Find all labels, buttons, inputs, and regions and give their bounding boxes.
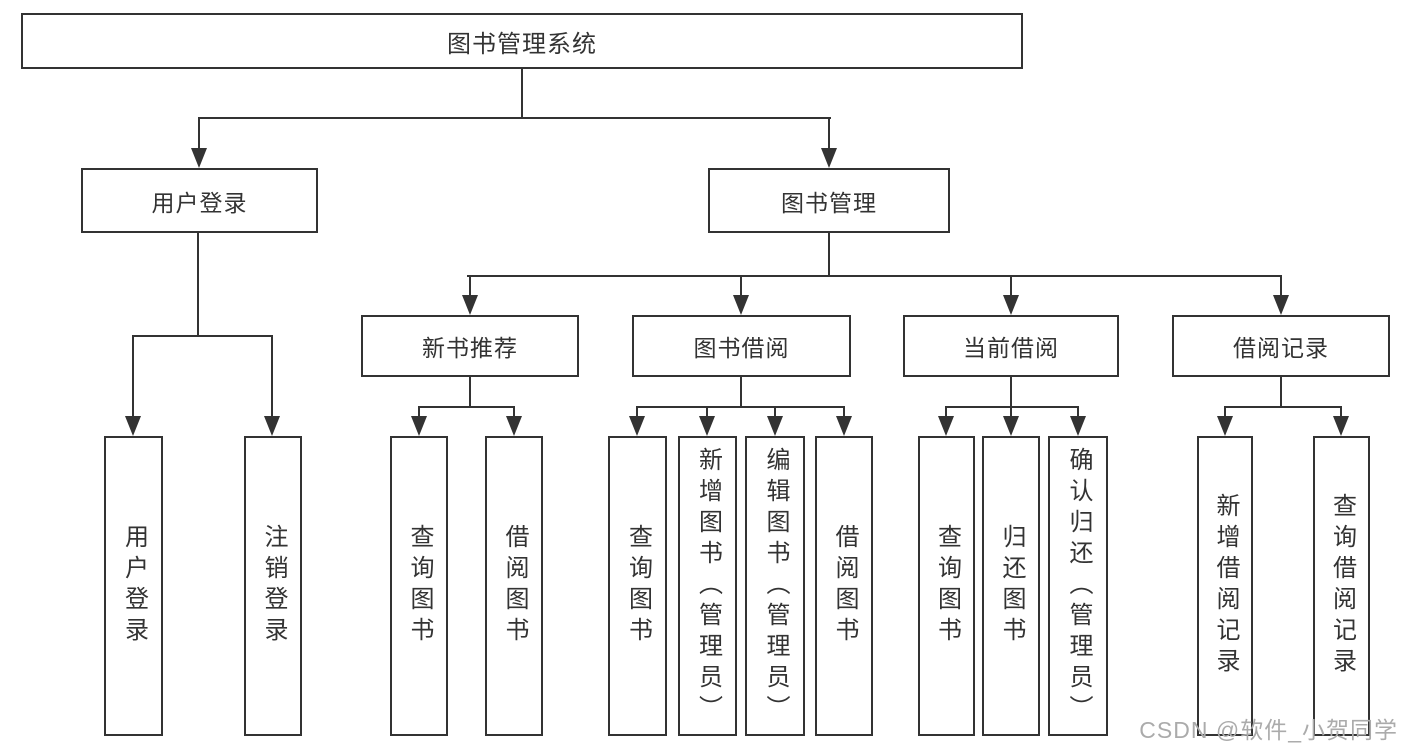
leaf-records-add-borrow-record: 新增借阅记录: [1197, 436, 1253, 736]
leaf-label: 确认归还（管理员）: [1065, 446, 1092, 726]
connector-arrow: [191, 148, 207, 168]
connector-line: [1224, 406, 1226, 418]
connector-line: [945, 406, 1079, 408]
node-book-management: 图书管理: [708, 168, 950, 233]
connector-line: [1010, 275, 1012, 297]
connector-line: [418, 406, 420, 418]
connector-arrow: [125, 416, 141, 436]
connector-line: [740, 275, 742, 297]
connector-line: [636, 406, 638, 418]
connector-line: [1010, 406, 1012, 418]
leaf-current-confirm-return-admin: 确认归还（管理员）: [1048, 436, 1108, 736]
node-user-login: 用户登录: [81, 168, 318, 233]
leaf-borrow-query-books: 查询图书: [608, 436, 667, 736]
connector-arrow: [699, 416, 715, 436]
connector-line: [197, 232, 199, 336]
leaf-borrow-edit-books-admin: 编辑图书（管理员）: [745, 436, 805, 736]
connector-line: [1280, 376, 1282, 408]
connector-arrow: [821, 148, 837, 168]
connector-arrow: [1273, 295, 1289, 315]
node-root: 图书管理系统: [21, 13, 1023, 69]
connector-line: [843, 406, 845, 418]
connector-line: [132, 335, 134, 417]
connector-arrow: [767, 416, 783, 436]
connector-line: [1280, 275, 1282, 297]
leaf-label: 编辑图书（管理员）: [762, 446, 789, 726]
leaf-label: 新增图书（管理员）: [694, 446, 722, 726]
connector-arrow: [836, 416, 852, 436]
node-new-book-recommend: 新书推荐: [361, 315, 579, 377]
connector-line: [828, 117, 830, 150]
connector-arrow: [1003, 295, 1019, 315]
connector-line: [271, 335, 273, 417]
connector-line: [945, 406, 947, 418]
connector-arrow: [1003, 416, 1019, 436]
connector-arrow: [1217, 416, 1233, 436]
leaf-borrow-borrow-books: 借阅图书: [815, 436, 873, 736]
leaf-logout-login: 注销登录: [244, 436, 302, 736]
connector-line: [198, 117, 831, 119]
connector-line: [132, 335, 273, 337]
leaf-current-query-books: 查询图书: [918, 436, 975, 736]
leaf-label: 查询借阅记录: [1328, 493, 1356, 679]
leaf-label: 借阅图书: [501, 524, 528, 648]
connector-line: [828, 232, 830, 276]
connector-line: [198, 117, 200, 150]
leaf-label: 新增借阅记录: [1212, 493, 1239, 679]
leaf-current-return-books: 归还图书: [982, 436, 1040, 736]
leaf-user-login: 用户登录: [104, 436, 163, 736]
leaf-recommend-borrow-books: 借阅图书: [485, 436, 543, 736]
leaf-borrow-add-books-admin: 新增图书（管理员）: [678, 436, 737, 736]
connector-arrow: [1333, 416, 1349, 436]
leaf-label: 归还图书: [998, 524, 1025, 648]
leaf-label: 注销登录: [260, 524, 287, 648]
connector-line: [467, 275, 1281, 277]
node-borrow-records: 借阅记录: [1172, 315, 1390, 377]
connector-line: [513, 406, 515, 418]
connector-arrow: [462, 295, 478, 315]
connector-line: [1340, 406, 1342, 418]
csdn-watermark: CSDN @软件_小贺同学: [1139, 717, 1398, 743]
connector-line: [636, 406, 845, 408]
connector-line: [469, 376, 471, 408]
connector-line: [469, 275, 471, 297]
node-book-borrow: 图书借阅: [632, 315, 851, 377]
leaf-recommend-query-books: 查询图书: [390, 436, 448, 736]
connector-arrow: [938, 416, 954, 436]
connector-arrow: [411, 416, 427, 436]
leaf-label: 查询图书: [933, 524, 961, 648]
connector-arrow: [264, 416, 280, 436]
node-current-borrow: 当前借阅: [903, 315, 1119, 377]
leaf-label: 查询图书: [624, 524, 652, 648]
leaf-label: 查询图书: [406, 524, 433, 648]
connector-line: [706, 406, 708, 418]
connector-arrow: [629, 416, 645, 436]
connector-line: [1010, 376, 1012, 408]
connector-line: [740, 376, 742, 408]
connector-line: [1224, 406, 1342, 408]
leaf-label: 用户登录: [120, 524, 148, 648]
connector-arrow: [506, 416, 522, 436]
leaf-label: 借阅图书: [831, 524, 858, 648]
leaf-records-query-borrow-record: 查询借阅记录: [1313, 436, 1370, 736]
connector-line: [521, 68, 523, 118]
connector-arrow: [1070, 416, 1086, 436]
connector-arrow: [733, 295, 749, 315]
connector-line: [774, 406, 776, 418]
connector-line: [1077, 406, 1079, 418]
connector-line: [418, 406, 515, 408]
